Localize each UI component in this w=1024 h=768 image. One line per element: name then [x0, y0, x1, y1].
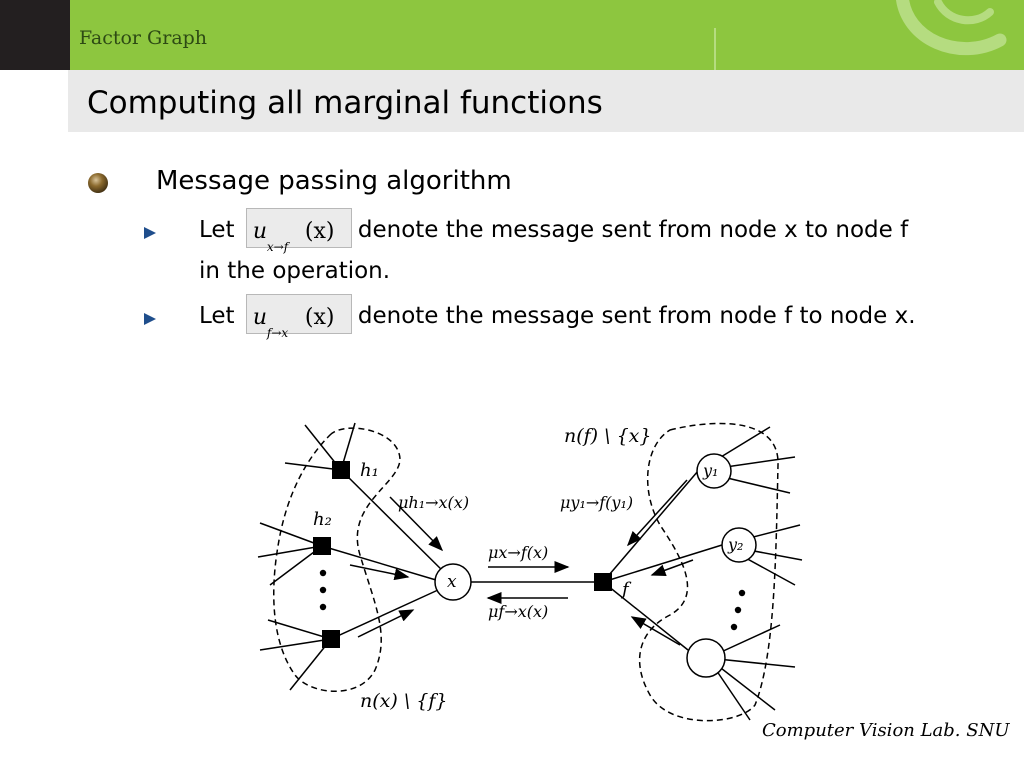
eq-argument: (x) [304, 304, 335, 330]
eq-symbol: u [252, 304, 268, 330]
header-band: Factor Graph [70, 0, 1024, 70]
eq-symbol: u [252, 218, 268, 244]
let-word: Let [199, 217, 242, 243]
factor-node-h1 [332, 461, 350, 479]
label-mu-h1-x: μh₁→x(x) [398, 493, 469, 512]
factor-graph-diagram: h₁ h₂ x f y₁ y₂ μh₁→x(x) μy₁→f(y₁) μx→f(… [257, 422, 803, 722]
variable-node-y1 [696, 453, 732, 489]
eq-subscript: x→f [266, 239, 289, 254]
arrow-bullet-icon [144, 227, 156, 239]
arrow-bullet-icon [144, 313, 156, 325]
factor-node-h2 [313, 537, 331, 555]
label-y1: y₁ [702, 461, 718, 480]
variable-node-y2 [721, 527, 757, 563]
sub-bullet-1-text: denote the message sent from node x to n… [199, 217, 909, 284]
ellipsis-dots-right [730, 589, 746, 631]
label-mu-y1-f: μy₁→f(y₁) [560, 493, 633, 512]
label-n-x-minus-f: n(x) \ {f} [360, 690, 447, 712]
swirl-decoration [714, 0, 1007, 70]
label-y2: y₂ [727, 535, 743, 554]
label-h2: h₂ [313, 509, 332, 530]
main-bullet-text: Message passing algorithm [156, 166, 512, 196]
sub-bullet-2-text: denote the message sent from node f to n… [357, 303, 916, 329]
section-title: Factor Graph [79, 27, 208, 49]
factor-node-f [594, 573, 612, 591]
left-neighborhood-dashed [273, 427, 401, 692]
label-mu-x-f: μx→f(x) [488, 543, 548, 562]
label-mu-f-x: μf→x(x) [488, 602, 548, 621]
eq-subscript: f→x [266, 325, 289, 340]
corner-block [0, 0, 70, 70]
label-f: f [620, 579, 632, 600]
title-band: Computing all marginal functions [68, 70, 1024, 132]
eq-argument: (x) [304, 218, 335, 244]
label-h1: h₁ [360, 460, 379, 481]
footer-lab-name: Computer Vision Lab. SNU [762, 720, 1010, 741]
bullet-ball-icon [88, 173, 108, 193]
ellipsis-dots-left [319, 569, 327, 611]
variable-node-y3 [686, 638, 726, 678]
factor-node-h3 [322, 630, 340, 648]
variable-node-x [434, 563, 472, 601]
slide-title: Computing all marginal functions [87, 85, 603, 121]
label-n-f-minus-x: n(f) \ {x} [564, 425, 651, 447]
right-neighborhood-dashed [638, 422, 779, 722]
let-word: Let [199, 303, 242, 329]
label-x: x [447, 572, 457, 592]
